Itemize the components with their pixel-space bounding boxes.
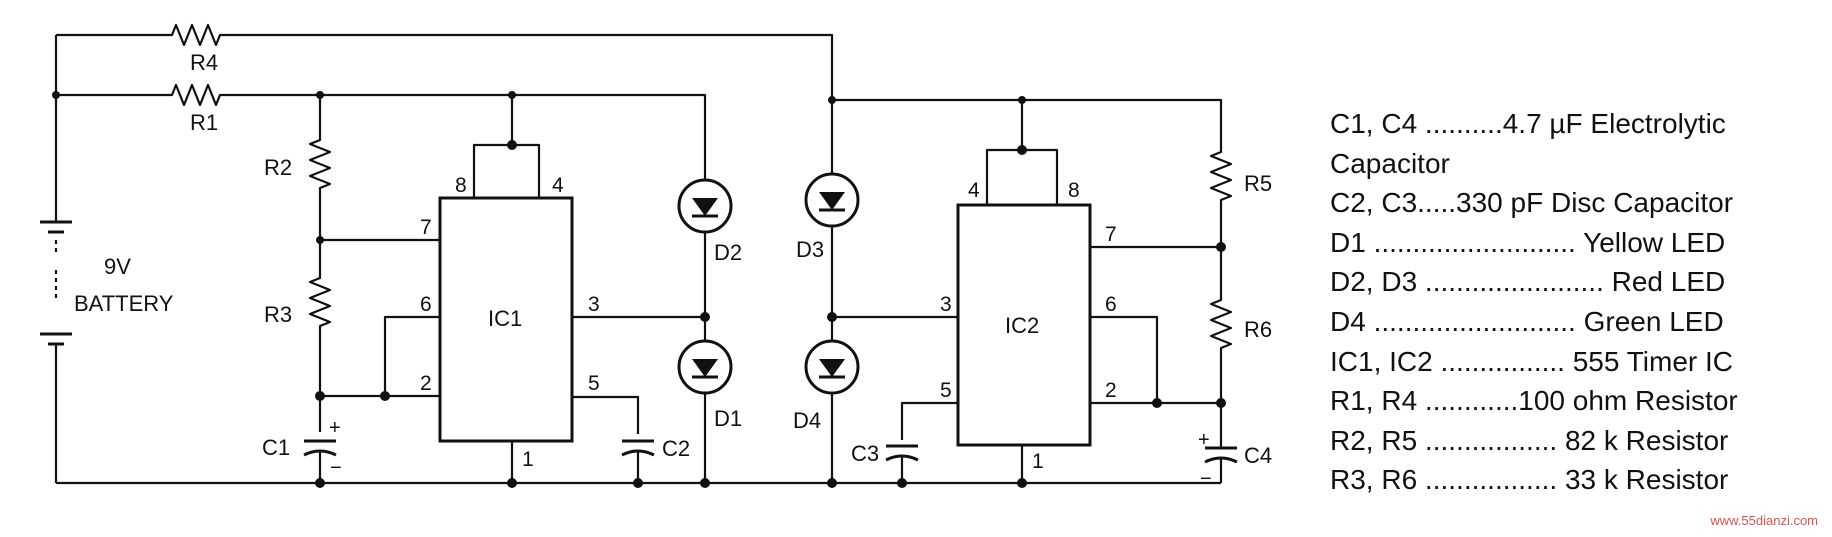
ic2-pin-2: 2: [1105, 379, 1117, 402]
parts-list-item: Capacitor: [1330, 147, 1450, 179]
label-r5: R5: [1244, 171, 1272, 196]
ic1-label: IC1: [488, 306, 522, 331]
ic1-chip: [438, 196, 574, 443]
label-r1: R1: [190, 110, 218, 135]
parts-list-item: R2, R5 ................. 82 k Resistor: [1330, 424, 1729, 456]
ic1-pin-4: 4: [552, 174, 564, 197]
label-d4: D4: [793, 408, 821, 433]
junction-dots: [52, 91, 1226, 488]
wire-ic1-pin8-pin4: [472, 95, 541, 198]
label-d2: D2: [714, 240, 742, 265]
watermark: www.55dianzi.com: [1710, 513, 1818, 528]
ic2-pin-1: 1: [1032, 450, 1044, 473]
c4-plus-sign: +: [1198, 429, 1210, 451]
led-d2: [677, 178, 733, 234]
led-d4: [804, 339, 860, 395]
ic1-pin-3: 3: [588, 293, 600, 316]
capacitor-c4: [1204, 446, 1238, 464]
parts-list: C1, C4 ..........4.7 µF Electrolytic Cap…: [1330, 104, 1820, 500]
ic2-pin-3: 3: [940, 293, 952, 316]
ic1-pin-8: 8: [455, 174, 467, 197]
wire-right-rail: [832, 98, 1223, 145]
label-d1: D1: [714, 406, 742, 431]
capacitor-c2: [621, 439, 655, 457]
ic1-pin-7: 7: [420, 216, 432, 239]
label-r6: R6: [1244, 317, 1272, 342]
label-c4: C4: [1244, 443, 1272, 468]
battery-label: BATTERY: [74, 291, 174, 316]
label-r2: R2: [264, 155, 292, 180]
label-c2: C2: [662, 436, 690, 461]
ic1-pin-5: 5: [588, 372, 600, 395]
parts-list-item: C2, C3.....330 pF Disc Capacitor: [1330, 187, 1734, 219]
ic2-pin-8: 8: [1068, 179, 1080, 202]
wire-r1-rail: [56, 83, 707, 180]
wire-r2-r3-column: [308, 95, 332, 432]
parts-list-item: R3, R6 ................. 33 k Resistor: [1330, 464, 1729, 496]
ic2-label: IC2: [1005, 313, 1039, 338]
label-c3: C3: [851, 441, 879, 466]
wire-ic2-pin5: [900, 401, 958, 440]
ic2-pin-6: 6: [1105, 293, 1117, 316]
battery-voltage-label: 9V: [104, 254, 131, 279]
capacitor-c1: [303, 439, 337, 457]
battery-symbol: [40, 220, 72, 346]
label-d3: D3: [796, 237, 824, 262]
ic2-pin-5: 5: [940, 379, 952, 402]
ic2-pin-4: 4: [968, 179, 980, 202]
c1-plus-sign: +: [329, 417, 341, 439]
c4-minus-sign: −: [1200, 468, 1212, 490]
ic2-pin-7: 7: [1105, 223, 1117, 246]
ic2-chip: [956, 203, 1092, 447]
led-d3: [804, 172, 860, 228]
parts-list-item: C1, C4 ..........4.7 µF Electrolytic: [1330, 108, 1726, 139]
wire-r4-rail: [56, 23, 834, 100]
label-c1: C1: [262, 435, 290, 460]
parts-list-item: D4 .......................... Green LED: [1330, 305, 1724, 337]
ic1-pin-1: 1: [522, 448, 534, 471]
label-r4: R4: [190, 50, 218, 75]
ic1-pin-2: 2: [420, 372, 432, 395]
led-d1: [677, 339, 733, 395]
c1-minus-sign: −: [330, 457, 342, 479]
parts-list-item: R1, R4 ............100 ohm Resistor: [1330, 385, 1738, 417]
parts-list-item: D2, D3 ....................... Red LED: [1330, 266, 1726, 298]
parts-list-item: IC1, IC2 ................ 555 Timer IC: [1330, 345, 1734, 377]
wire-ic1-pin5: [572, 395, 640, 434]
parts-list-item: D1 .......................... Yellow LED: [1330, 226, 1726, 258]
label-r3: R3: [264, 302, 292, 327]
capacitor-c3: [885, 444, 919, 462]
ic1-pin-6: 6: [420, 293, 432, 316]
